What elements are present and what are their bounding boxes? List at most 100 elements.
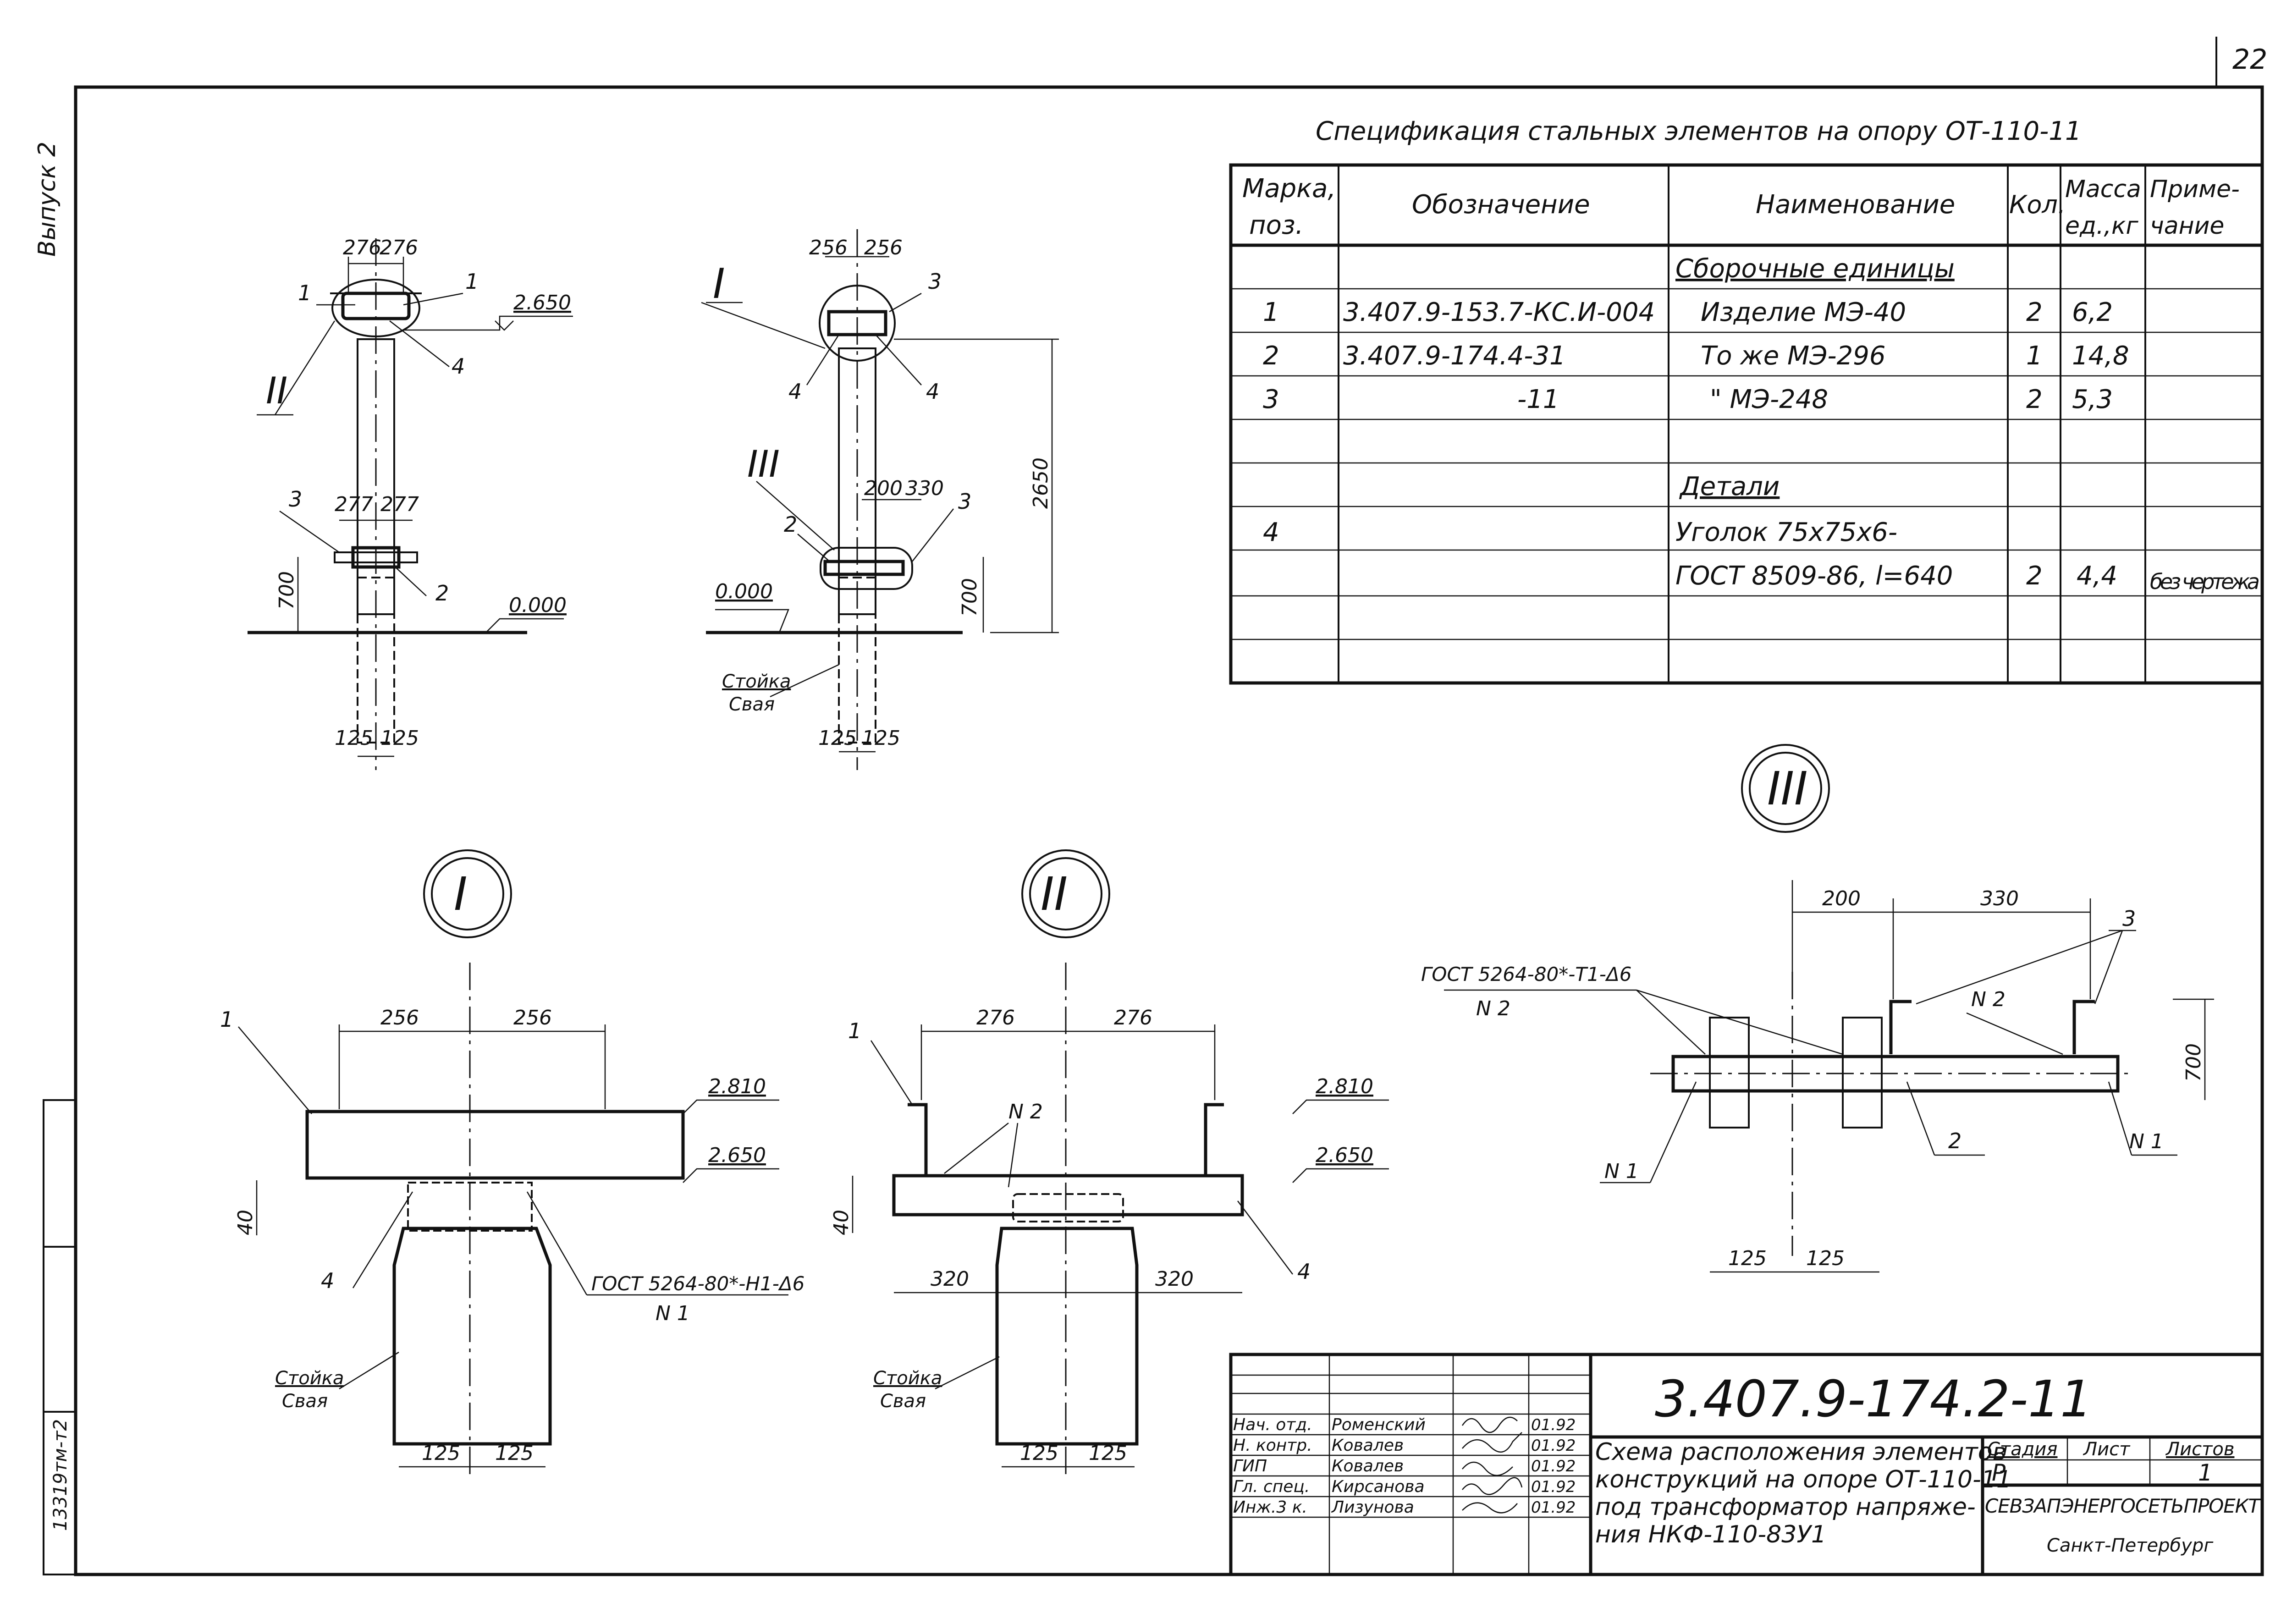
pile-label-d1-2: Свая — [282, 1391, 328, 1412]
dim-v2-h: 700 — [958, 578, 981, 617]
sig-role: Н. контр. — [1233, 1436, 1312, 1455]
dim-d2-h: 40 — [830, 1210, 853, 1235]
mark-v1-2: 2 — [435, 581, 449, 606]
mark-d2-1: 1 — [848, 1018, 861, 1043]
dim-d2-a: 276 — [976, 1006, 1015, 1029]
dim-d2-c: 320 — [931, 1267, 969, 1291]
sig-name: Роменский — [1332, 1415, 1426, 1434]
spec-row-mass: 4,4 — [2077, 561, 2117, 591]
org-city: Санкт-Петербург — [2047, 1535, 2214, 1556]
spec-row-name: Изделие МЭ-40 — [1701, 297, 1906, 327]
detail2-label: II — [1041, 867, 1068, 921]
dim-v2-total: 2650 — [1029, 457, 1052, 509]
stage-value: Р — [1992, 1459, 2006, 1486]
leader — [1916, 930, 2123, 1005]
leader — [1636, 990, 1706, 1055]
dim-v2-a: 256 — [809, 236, 848, 259]
mark-d3-n1b: N 1 — [2129, 1130, 2164, 1153]
title-block — [1229, 1353, 2264, 1576]
spec-row-qty: 2 — [2026, 561, 2043, 591]
dim-v2-b: 256 — [864, 236, 903, 259]
leader — [912, 508, 954, 562]
mark-d1-4: 4 — [321, 1268, 334, 1293]
dim-d2-d: 320 — [1155, 1267, 1194, 1291]
level-leader — [715, 609, 789, 633]
spec-row-name: Сборочные единицы — [1675, 254, 1955, 284]
side-stamp — [43, 1099, 77, 1575]
leader — [797, 534, 830, 562]
dim-d2-e: 125 — [1020, 1442, 1058, 1465]
weld-d3: ГОСТ 5264-80*-Т1-Δ6 — [1421, 963, 1631, 985]
mark-v1-1b: 1 — [465, 269, 479, 294]
weld-d1: ГОСТ 5264-80*-Н1-Δ6 — [591, 1272, 804, 1295]
dim-v1-h: 700 — [275, 571, 298, 610]
spec-row-qty: 2 — [2026, 385, 2043, 414]
sig-name: Ковалев — [1332, 1436, 1404, 1455]
spec-header-mark-1: Марка, — [1242, 174, 1336, 204]
dim-v2-d: 330 — [905, 477, 944, 500]
leader — [889, 292, 922, 313]
spec-row-name: " МЭ-248 — [1710, 385, 1828, 414]
mark-d1-1: 1 — [220, 1007, 233, 1032]
detail3-circle-inner — [1749, 752, 1822, 825]
sig-date: 01.92 — [1531, 1416, 1576, 1434]
sheets-label: Листов — [2165, 1439, 2234, 1460]
level-d1-mid: 2.650 — [708, 1144, 766, 1167]
spec-row-name: ГОСТ 8509-86, l=640 — [1675, 561, 1953, 591]
spec-title: Спецификация стальных элементов на опору… — [1316, 116, 2082, 146]
sig-date: 01.92 — [1531, 1437, 1576, 1455]
mark-d3-n2: N 2 — [1971, 988, 2006, 1011]
sig-name: Лизунова — [1331, 1498, 1414, 1517]
dim-d1-f: 125 — [495, 1442, 534, 1465]
detail2-circle — [1021, 849, 1110, 938]
leader — [403, 292, 463, 306]
level-leader — [1292, 1099, 1389, 1114]
weld-d1-n: N 1 — [656, 1302, 690, 1325]
dim-d2-f: 125 — [1089, 1442, 1127, 1465]
mark-v1-4: 4 — [452, 354, 465, 379]
leader — [1906, 1081, 1935, 1156]
spec-row-mark: 1 — [1263, 297, 1279, 327]
pile-label-d2-1: Стойка — [873, 1368, 942, 1389]
spec-row-mass: 5,3 — [2072, 385, 2113, 414]
level-d1-top: 2.810 — [708, 1075, 766, 1098]
leader — [2108, 1081, 2132, 1156]
side-label: Выпуск 2 — [33, 142, 61, 257]
pile-label-d1-1: Стойка — [275, 1368, 344, 1389]
spec-row-qty: 1 — [2026, 341, 2043, 371]
mark-v2-3a: 3 — [928, 269, 942, 294]
leader — [274, 320, 336, 415]
detail3-body — [1650, 972, 2132, 1256]
sheet-value: 1 — [2198, 1459, 2213, 1486]
leader — [870, 1040, 913, 1105]
dim-v1-d: 277 — [380, 493, 419, 516]
spec-row-designation: 3.407.9-174.4-31 — [1343, 341, 1566, 371]
mark-v1-1: 1 — [298, 281, 311, 305]
mark-v2-4b: 4 — [926, 379, 939, 404]
leader — [238, 1026, 312, 1114]
view2-pole — [706, 229, 963, 770]
weld-d3-n: N 2 — [1476, 997, 1510, 1020]
leader — [701, 302, 826, 349]
spec-header-note-2: чание — [2150, 212, 2224, 240]
detail2-circle-inner — [1029, 857, 1102, 930]
leader — [1237, 1200, 1293, 1275]
mark-d3-n1a: N 1 — [1604, 1160, 1639, 1183]
leader — [352, 1191, 413, 1288]
spec-row-mark: 4 — [1263, 517, 1279, 547]
level-leader — [485, 618, 564, 633]
spec-header-name: Наименование — [1756, 190, 1955, 220]
spec-row-mass: 14,8 — [2072, 341, 2129, 371]
dim-v1-a: 276 — [343, 236, 381, 259]
view1-pole — [248, 238, 527, 770]
signature-scribble — [1462, 1432, 1522, 1453]
spec-header-mass-1: Масса — [2065, 176, 2141, 203]
org-name: СЕВЗАПЭНЕРГОСЕТЬПРОЕКТ — [1985, 1495, 2261, 1517]
dim-d1-h: 40 — [234, 1210, 257, 1235]
pile-label-d2-2: Свая — [880, 1391, 926, 1412]
detail3-circle — [1741, 744, 1830, 833]
sig-date: 01.92 — [1531, 1498, 1576, 1517]
detail1-circle — [423, 849, 512, 938]
pile-label-v2-1: Стойка — [722, 671, 791, 692]
sig-date: 01.92 — [1531, 1478, 1576, 1496]
